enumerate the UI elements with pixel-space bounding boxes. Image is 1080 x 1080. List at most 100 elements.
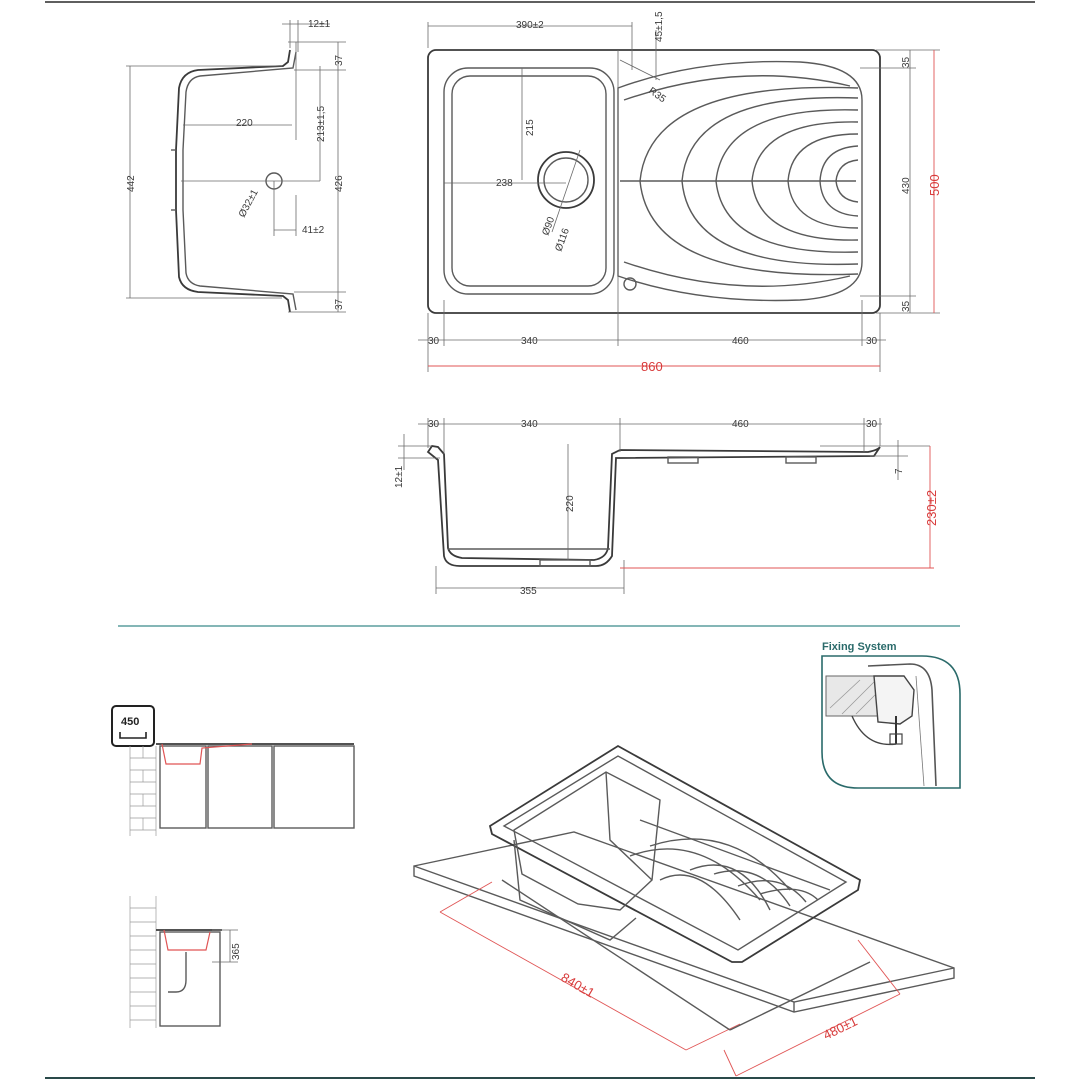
cabinet-3 <box>273 745 355 829</box>
label-s-30-left: 30 <box>428 419 440 430</box>
iso-rib-1 <box>629 848 761 901</box>
cutout-edge-a <box>501 879 731 1031</box>
label-drain-dia: Ø32±1 <box>237 187 261 219</box>
label-overall-442: 442 <box>126 175 137 192</box>
label-width-220: 220 <box>236 118 253 129</box>
iso-rib-2 <box>649 838 791 891</box>
plan-drain-inner <box>543 157 589 203</box>
iso-bowl-underside <box>513 839 637 941</box>
iso-drainboard-ribs <box>629 819 831 921</box>
label-depth-220: 220 <box>565 495 576 512</box>
brick-wall-top <box>129 746 157 836</box>
iso-ext-a <box>439 881 493 913</box>
iso-bowl-back <box>605 771 653 881</box>
drainboard-ribs <box>620 75 859 287</box>
side-profile-view: 12±1 220 213±1,5 442 37 426 37 Ø32±1 41±… <box>126 19 346 313</box>
iso-rib-3 <box>659 874 741 921</box>
installation-cabinet-view: 450 <box>111 705 355 836</box>
fixing-system-detail: Fixing System <box>821 641 961 789</box>
worktop-section <box>825 675 881 717</box>
fixing-system-title: Fixing System <box>822 641 897 653</box>
drainboard-outline <box>617 60 863 302</box>
label-total-230: 230±2 <box>924 490 939 526</box>
section-clip-1 <box>667 456 699 464</box>
label-edge-37-bottom: 37 <box>334 298 345 310</box>
label-h-430: 430 <box>901 177 912 194</box>
iso-rib-7 <box>759 888 819 901</box>
clip-nut <box>889 733 903 745</box>
label-h-500: 500 <box>927 174 942 196</box>
rib-1 <box>623 75 851 101</box>
label-t-45: 45±1,5 <box>654 11 665 42</box>
label-s-460: 460 <box>732 419 749 430</box>
cabinet-size-label: 450 <box>121 716 139 728</box>
label-depth-365: 365 <box>231 943 242 960</box>
iso-ext-d <box>857 939 901 995</box>
drain-pipe <box>168 952 187 993</box>
label-edge-35-top: 35 <box>901 56 912 68</box>
label-flange-12: 12±1 <box>394 465 405 488</box>
iso-rib-6 <box>737 879 807 903</box>
dim-840-line <box>439 911 687 1051</box>
label-b-340: 340 <box>521 336 538 347</box>
clip-bracket <box>873 675 915 725</box>
label-depth-213: 213±1,5 <box>316 105 327 142</box>
installation-height-view: 365 <box>129 896 242 1028</box>
plan-view: 390±2 45±1,5 R35 215 238 Ø90 Ø116 35 430… <box>418 11 942 374</box>
dim-drain-leader <box>551 149 581 233</box>
cabinet-size-badge <box>111 705 155 747</box>
wall-inner <box>915 675 925 787</box>
label-d-238: 238 <box>496 178 513 189</box>
cabinet-2 <box>207 745 273 829</box>
label-edge-7: 7 <box>894 468 905 474</box>
label-base-355: 355 <box>520 586 537 597</box>
label-total-860: 860 <box>641 359 663 374</box>
plan-bowl-outer <box>443 67 615 295</box>
fixing-detail-drawing <box>825 663 937 787</box>
side-profile-outline <box>175 49 291 313</box>
section-view: 30 340 460 30 12±1 220 355 7 230±2 <box>394 418 939 597</box>
dim-480-line <box>735 993 901 1077</box>
hatch-3 <box>855 691 879 715</box>
plan-bowl-inner <box>451 75 607 287</box>
side-profile-inner <box>182 51 297 311</box>
overflow-hole <box>623 277 637 291</box>
hatch-1 <box>829 679 861 709</box>
label-cut-840: 840±1 <box>559 970 598 1001</box>
cutout-edge-b <box>729 961 871 1031</box>
sink-wall-profile <box>867 663 937 787</box>
label-s-340: 340 <box>521 419 538 430</box>
iso-rib-5 <box>713 870 791 907</box>
iso-sink-rim <box>488 744 862 963</box>
cabinet-badge-icon <box>119 732 147 739</box>
section-drain-boss <box>539 559 591 567</box>
iso-rib-center <box>639 819 831 891</box>
cabinet-1 <box>159 745 207 829</box>
iso-sink-rim-inner <box>502 755 848 951</box>
plan-outer-rim <box>427 49 881 314</box>
dim-r35-line <box>619 59 661 81</box>
label-inner-426: 426 <box>334 175 345 192</box>
iso-ext-b <box>685 1023 741 1051</box>
label-drain-116: Ø116 <box>553 227 572 253</box>
iso-bowl <box>513 771 661 911</box>
label-w-390: 390±2 <box>516 20 544 31</box>
label-b-30-right: 30 <box>866 336 878 347</box>
label-cut-480: 480±1 <box>821 1013 860 1042</box>
label-b-460: 460 <box>732 336 749 347</box>
label-d-215: 215 <box>525 119 536 136</box>
section-profile-outline <box>426 445 881 567</box>
iso-ext-c <box>723 1049 737 1077</box>
label-b-30-left: 30 <box>428 336 440 347</box>
isometric-view: 840±1 480±1 <box>413 744 955 1077</box>
label-s-30-right: 30 <box>866 419 878 430</box>
hatch-2 <box>841 681 875 715</box>
label-edge-37-top: 37 <box>334 54 345 66</box>
sink-outline-red <box>161 743 253 765</box>
cabinet-side <box>159 931 221 1027</box>
section-clip-2 <box>785 456 817 464</box>
countertop-top-edge <box>413 865 955 1003</box>
plan-drain-outer <box>537 151 595 209</box>
countertop-slab <box>413 831 955 1013</box>
